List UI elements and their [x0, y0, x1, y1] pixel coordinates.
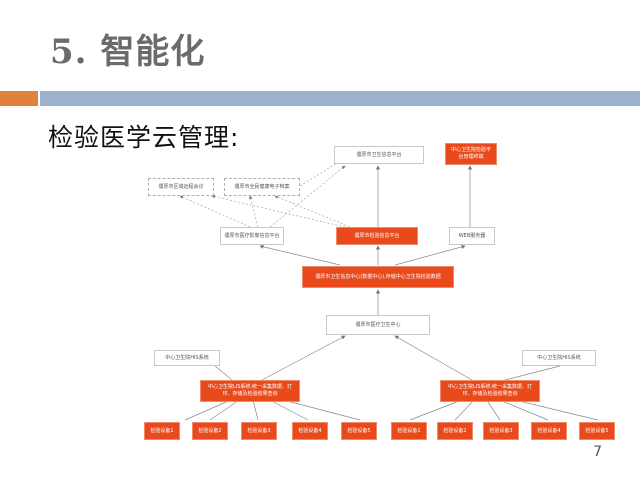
node-device: 检验设备2	[437, 422, 473, 440]
node-device: 检验设备1	[391, 422, 427, 440]
node-regional-remote: 僵厚市区域远程会诊	[148, 178, 214, 196]
node-web-server: WEB服务器	[449, 227, 495, 245]
edge-medinfo-top	[269, 165, 346, 228]
node-health-records: 僵厚市全民健康电子档案	[224, 178, 300, 196]
edge-bigbar-web	[394, 244, 466, 266]
slide-title: 5. 智能化	[50, 32, 206, 72]
node-device: 检验设备4	[531, 422, 567, 440]
node-device: 检验设备3	[241, 422, 277, 440]
accent-bar-orange	[0, 91, 38, 106]
node-health-platform-top: 僵厚市卫生信息平台	[334, 146, 424, 164]
edge-lab-remote	[211, 194, 346, 228]
edge-bigbar-medinfo	[259, 244, 341, 266]
node-lab-platform: 僵厚市检验信息平台	[336, 227, 418, 245]
node-center-top: 中心卫生院检验平台管理终端	[445, 143, 497, 165]
edge-lisR-hospital	[394, 335, 473, 381]
node-device: 检验设备5	[341, 422, 377, 440]
node-data-center: 僵厚市卫生信息中心(数据中心),存储中心卫生院检验数据	[302, 266, 454, 288]
node-device: 检验设备1	[144, 422, 180, 440]
slide-subtitle: 检验医学云管理:	[48, 123, 240, 152]
accent-bar-blue	[40, 91, 640, 106]
node-medical-info-platform: 僵厚市医疗影像信息平台	[220, 227, 284, 245]
node-lis-right: 中心卫生院LIS系统:统一采集数据、打印、存储及检验结果查询	[440, 380, 540, 402]
node-his-right: 中心卫生院HIS系统	[522, 350, 596, 366]
node-device: 检验设备2	[192, 422, 228, 440]
node-device: 检验设备5	[579, 422, 615, 440]
page-number: 7	[593, 444, 602, 460]
node-medical-center: 僵厚市医疗卫生中心	[326, 315, 430, 335]
node-device: 检验设备4	[292, 422, 328, 440]
edge-lisL-hospital	[261, 335, 346, 381]
edge-medinfo-remote	[179, 195, 251, 228]
edge-medinfo-records	[249, 195, 259, 228]
node-his-left: 中心卫生院HIS系统	[154, 350, 220, 366]
edge-hisL-lisL	[214, 365, 233, 381]
edge-lab-records	[274, 195, 351, 228]
node-lis-left: 中心卫生院LIS系统:统一采集数据、打印、存储及检验结果查询	[200, 380, 300, 402]
node-device: 检验设备3	[483, 422, 519, 440]
edge-hisR-lisR	[504, 365, 561, 381]
